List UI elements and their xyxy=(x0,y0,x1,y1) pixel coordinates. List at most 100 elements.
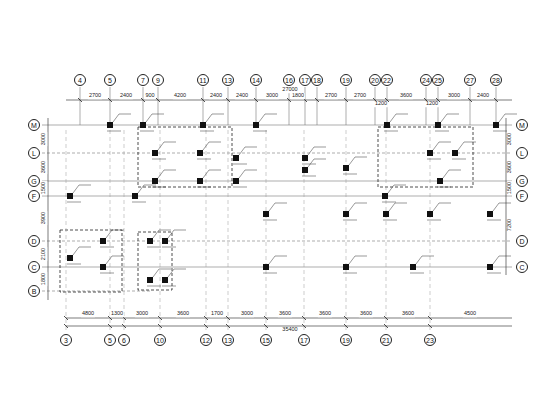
axis-line xyxy=(204,324,208,328)
column-leader xyxy=(162,230,186,247)
axis-label: 15 xyxy=(262,337,270,344)
axis-bubble: 13 xyxy=(222,334,234,346)
dimension-text: 2400 xyxy=(119,93,133,99)
column-mark xyxy=(384,122,390,128)
dimension-text: 1200 xyxy=(374,101,388,107)
column-mark xyxy=(200,122,206,128)
axis-bubble: 9 xyxy=(152,74,164,86)
dimension-text: 3600 xyxy=(401,311,415,317)
axis-label: C xyxy=(31,264,36,271)
axis-bubble: 12 xyxy=(200,334,212,346)
axis-label: 19 xyxy=(342,337,350,344)
dimension-text: 4200 xyxy=(173,93,187,99)
axis-line xyxy=(470,87,471,125)
column-mark xyxy=(263,211,269,217)
column-leader xyxy=(343,203,367,220)
dimension-text: 7200 xyxy=(507,218,513,232)
axis-bubble: 21 xyxy=(380,334,392,346)
axis-bubble: D xyxy=(28,235,40,247)
dimension-text: 2400 xyxy=(476,93,490,99)
axis-label: 20 xyxy=(371,77,379,84)
column-leader xyxy=(147,269,171,286)
axis-bubble: 5 xyxy=(104,74,116,86)
axis-line xyxy=(226,316,230,320)
grid-lines xyxy=(42,125,512,291)
axis-label: 13 xyxy=(224,77,232,84)
column-leader xyxy=(67,185,91,202)
axis-line xyxy=(428,324,432,328)
column-leader xyxy=(437,170,461,187)
axis-line xyxy=(78,98,82,102)
column-leader xyxy=(263,203,287,220)
column-mark xyxy=(435,122,441,128)
axis-line xyxy=(430,130,431,333)
axis-line xyxy=(468,98,472,102)
axis-bubble: 11 xyxy=(197,74,209,86)
column-mark xyxy=(197,178,203,184)
axis-line xyxy=(344,324,348,328)
axis-bubble: 5 xyxy=(104,334,116,346)
dimension-text: 3000 xyxy=(265,93,279,99)
axis-line xyxy=(204,316,208,320)
axis-label: 5 xyxy=(108,77,112,84)
axis-line xyxy=(428,316,432,320)
axis-label: 10 xyxy=(156,337,164,344)
axis-label: 25 xyxy=(434,77,442,84)
axis-label: M xyxy=(31,122,37,129)
dimension-text: 2700 xyxy=(88,93,102,99)
column-mark xyxy=(487,264,493,270)
column-leader xyxy=(343,256,367,273)
axis-label: 17 xyxy=(301,77,309,84)
column-mark xyxy=(343,165,349,171)
column-leader xyxy=(263,256,287,273)
axis-line xyxy=(317,87,318,125)
detail-boxes xyxy=(60,127,473,292)
axis-line xyxy=(64,324,68,328)
axis-label: 22 xyxy=(383,77,391,84)
axis-label: F xyxy=(32,193,36,200)
axis-line xyxy=(346,130,347,333)
dimension-text: 1300 xyxy=(110,311,124,317)
axis-bubble: C xyxy=(28,261,40,273)
dimension-text: 3600 xyxy=(318,311,332,317)
axis-bubble: 18 xyxy=(311,74,323,86)
column-leader xyxy=(67,247,91,264)
column-leader xyxy=(493,114,517,131)
axis-line xyxy=(203,87,204,125)
column-mark xyxy=(147,277,153,283)
axis-label: 7 xyxy=(141,77,145,84)
axis-label: 12 xyxy=(202,337,210,344)
column-mark xyxy=(67,255,73,261)
column-mark xyxy=(140,122,146,128)
column-leader xyxy=(162,269,186,286)
axis-label: 5 xyxy=(108,337,112,344)
dimension-text: 3000 xyxy=(240,311,254,317)
column-mark xyxy=(100,264,106,270)
axis-label: 11 xyxy=(199,77,206,84)
dimension-text: 3000 xyxy=(447,93,461,99)
column-leader xyxy=(343,157,367,174)
axis-bubble: M xyxy=(516,119,528,131)
column-leader xyxy=(302,159,326,176)
dimension-text: 35400 xyxy=(281,327,298,333)
axis-line xyxy=(66,130,67,333)
column-leader xyxy=(427,142,451,159)
dimension-text: 1800 xyxy=(291,93,305,99)
axis-line xyxy=(344,98,348,102)
axis-bubble: F xyxy=(28,190,40,202)
column-leader xyxy=(152,170,176,187)
axis-line xyxy=(254,98,258,102)
axis-label: D xyxy=(519,238,524,245)
column-mark xyxy=(452,150,458,156)
axis-label: M xyxy=(519,122,525,129)
column-mark xyxy=(233,178,239,184)
axis-bubble: G xyxy=(516,175,528,187)
column-leader xyxy=(253,114,277,131)
column-leader xyxy=(147,230,171,247)
dimension-text: 2100 xyxy=(41,247,47,261)
axis-line xyxy=(386,130,387,333)
axis-line xyxy=(302,316,306,320)
column-leader xyxy=(152,142,176,159)
column-leader xyxy=(487,256,511,273)
